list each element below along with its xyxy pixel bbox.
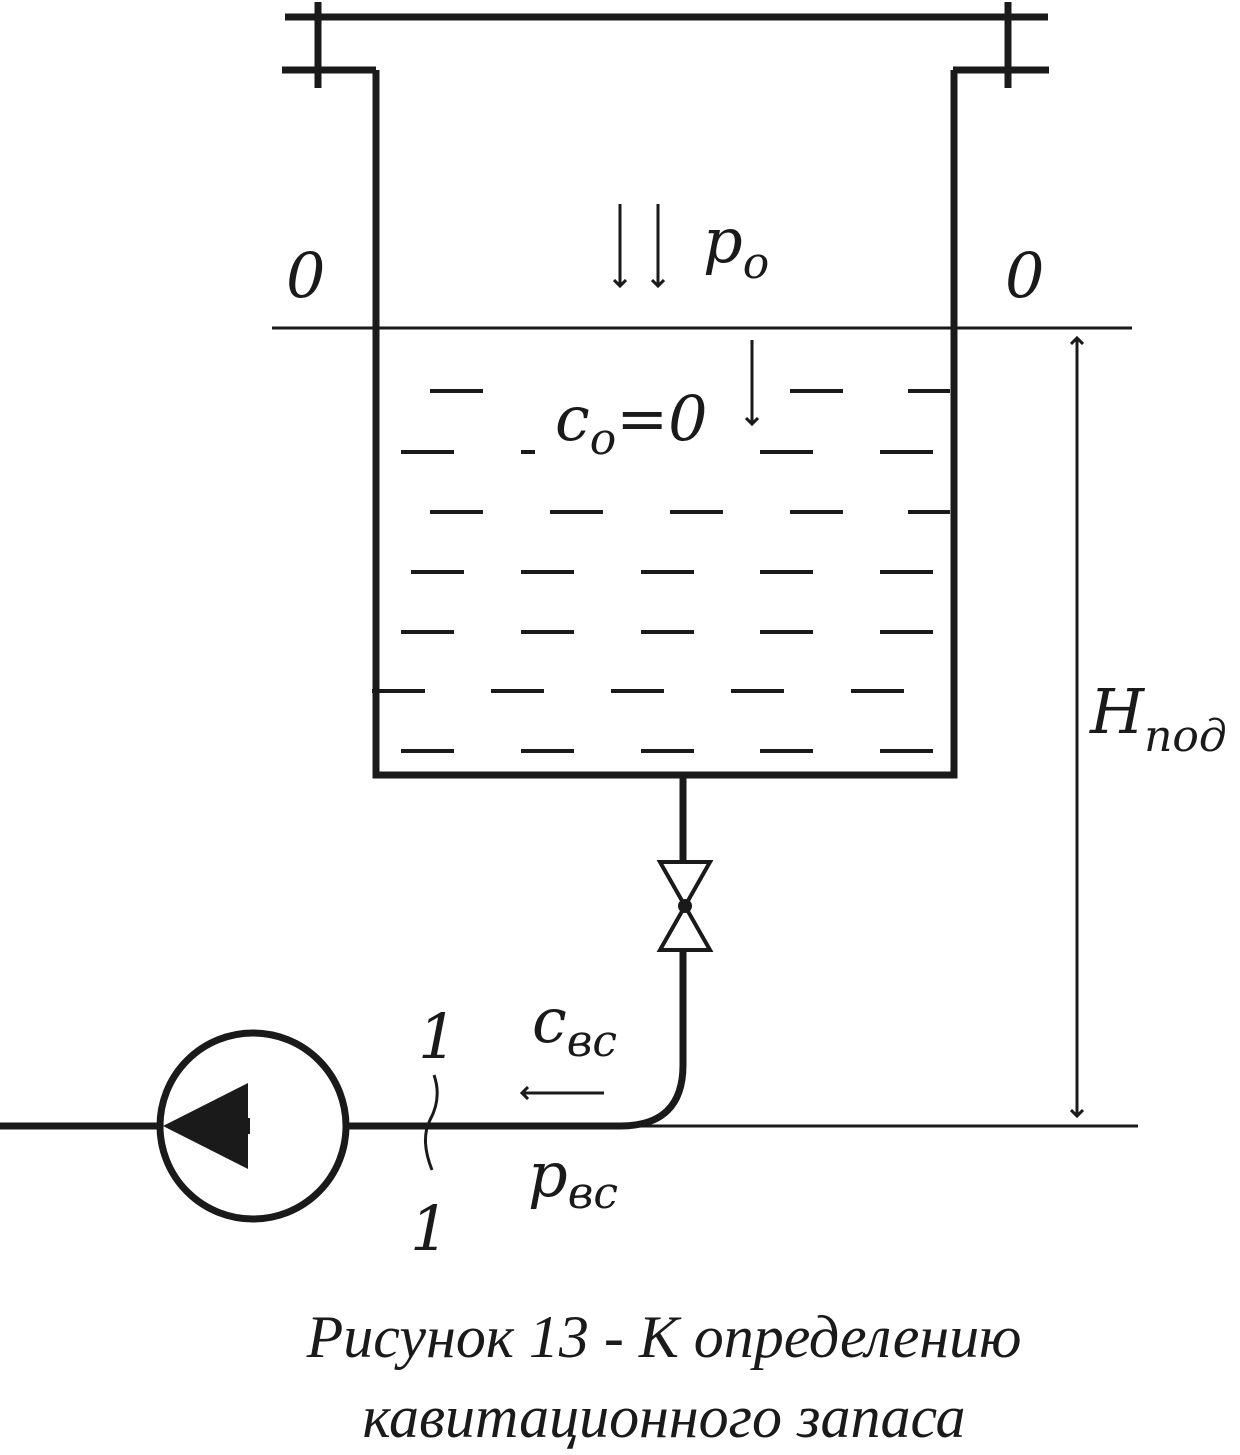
figure-caption-line-1: Рисунок 13 - К определению (306, 1304, 1022, 1370)
section-0-left-label: 0 (286, 239, 325, 312)
section-1-1-mark (424, 1074, 439, 1171)
liquid-hatching (372, 389, 950, 753)
valve-icon (656, 860, 714, 952)
height-label: Hпод (1089, 675, 1227, 762)
section-1-top-label: 1 (418, 1000, 457, 1073)
section-0-right-label: 0 (1005, 239, 1044, 312)
tank-lid (282, 2, 1049, 88)
tank-walls (372, 70, 958, 779)
figure-caption-line-2: кавитационного запаса (362, 1384, 965, 1450)
pump-icon (0, 1029, 350, 1223)
velocity-top-label: co=0 (555, 382, 708, 465)
section-1-bottom-label: 1 (410, 1192, 449, 1265)
suction-pipe (346, 775, 687, 1130)
pressure-top-label: po (703, 204, 769, 289)
velocity-inlet-label: cвс (532, 984, 617, 1067)
pressure-arrows (620, 204, 658, 286)
pressure-inlet-label: pвс (528, 1138, 618, 1219)
